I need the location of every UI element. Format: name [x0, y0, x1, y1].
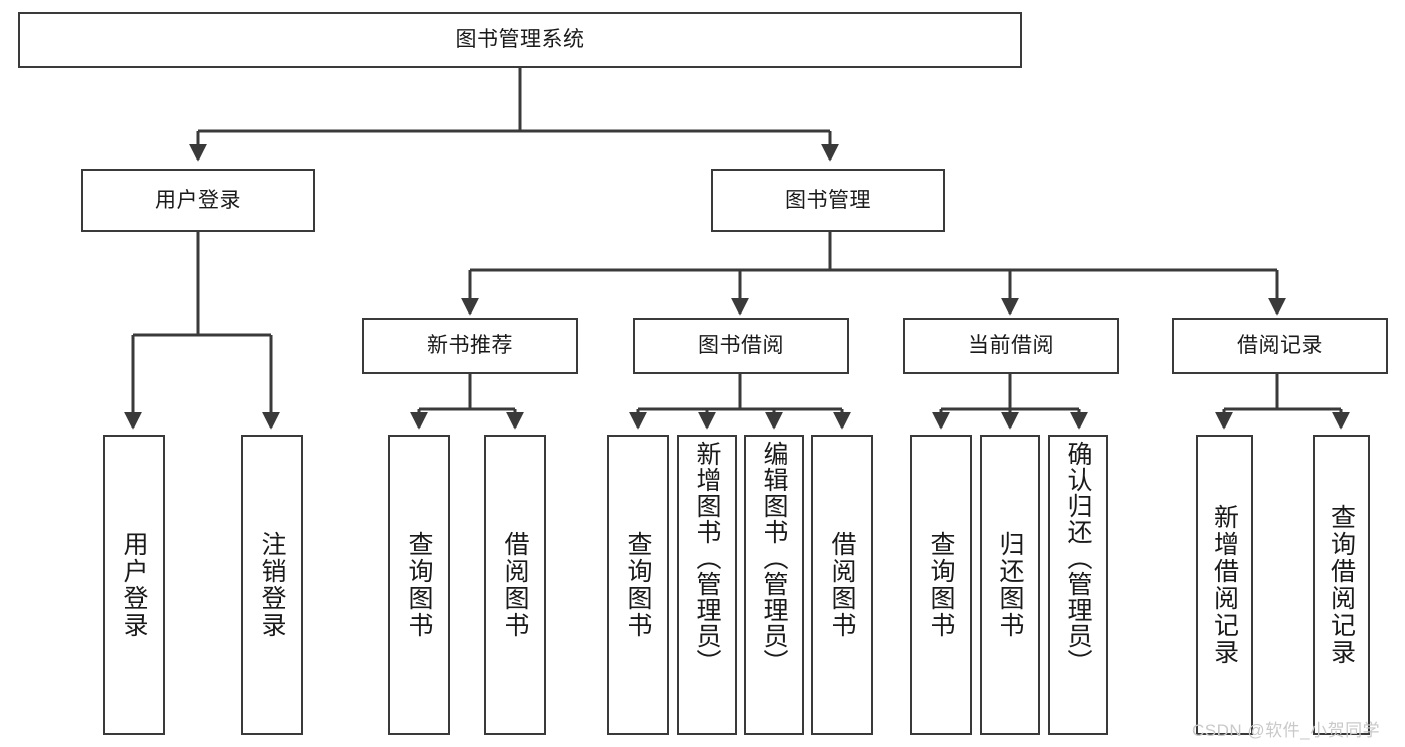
node-label: 图书借阅: [698, 334, 784, 358]
node-label: 新增借阅记录: [1210, 504, 1239, 666]
leaf-user-login[interactable]: 用户登录: [103, 435, 165, 735]
leaf-borrow-book-recommend[interactable]: 借阅图书: [484, 435, 546, 735]
node-label: 归还图书: [996, 531, 1024, 639]
leaf-add-book-admin[interactable]: 新增图书（管理员）: [677, 435, 737, 735]
node-label: 注销登录: [258, 531, 286, 639]
node-label: 新增图书（管理员）: [693, 441, 721, 675]
node-book-borrow[interactable]: 图书借阅: [633, 318, 849, 374]
node-label: 图书管理系统: [455, 28, 585, 52]
leaf-edit-book-admin[interactable]: 编辑图书（管理员）: [744, 435, 804, 735]
node-label: 用户登录: [120, 531, 148, 639]
node-new-book-recommend[interactable]: 新书推荐: [362, 318, 578, 374]
leaf-confirm-return-admin[interactable]: 确认归还（管理员）: [1048, 435, 1108, 735]
node-label: 图书管理: [785, 188, 871, 212]
leaf-search-borrow-record[interactable]: 查询借阅记录: [1313, 435, 1370, 735]
leaf-search-book-current[interactable]: 查询图书: [910, 435, 972, 735]
node-user-login[interactable]: 用户登录: [81, 169, 315, 232]
node-label: 借阅图书: [828, 531, 856, 639]
leaf-logout[interactable]: 注销登录: [241, 435, 303, 735]
leaf-add-borrow-record[interactable]: 新增借阅记录: [1196, 435, 1253, 735]
node-label: 查询图书: [405, 531, 433, 639]
csdn-watermark: CSDN @软件_小贺同学: [1192, 721, 1381, 740]
node-label: 借阅记录: [1237, 334, 1323, 358]
node-book-management[interactable]: 图书管理: [711, 169, 945, 232]
node-label: 确认归还（管理员）: [1064, 441, 1092, 675]
node-label: 当前借阅: [968, 334, 1054, 358]
node-borrow-records[interactable]: 借阅记录: [1172, 318, 1388, 374]
node-label: 查询图书: [624, 531, 652, 639]
leaf-return-book[interactable]: 归还图书: [980, 435, 1040, 735]
node-label: 用户登录: [155, 188, 241, 212]
node-label: 编辑图书（管理员）: [760, 441, 788, 675]
node-label: 查询图书: [927, 531, 955, 639]
node-root-system[interactable]: 图书管理系统: [18, 12, 1022, 68]
node-label: 新书推荐: [427, 334, 513, 358]
node-label: 查询借阅记录: [1327, 504, 1356, 666]
leaf-search-book-recommend[interactable]: 查询图书: [388, 435, 450, 735]
leaf-borrow-book[interactable]: 借阅图书: [811, 435, 873, 735]
leaf-search-book-borrow[interactable]: 查询图书: [607, 435, 669, 735]
node-label: 借阅图书: [501, 531, 529, 639]
node-current-borrow[interactable]: 当前借阅: [903, 318, 1119, 374]
